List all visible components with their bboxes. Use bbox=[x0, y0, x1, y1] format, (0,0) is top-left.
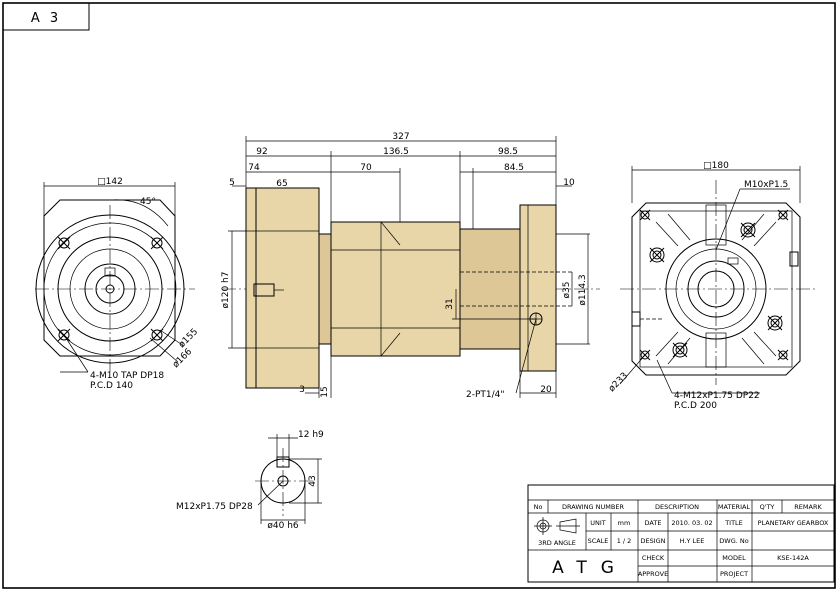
tb-design-label: DESIGN bbox=[640, 537, 665, 545]
rear-square-dim: □180 bbox=[703, 161, 729, 171]
side-sub-10: 10 bbox=[563, 178, 575, 188]
side-sub-65: 65 bbox=[276, 179, 287, 189]
side-view bbox=[222, 136, 600, 398]
tb-col-remark: REMARK bbox=[794, 503, 822, 511]
tb-col-qty: Q'TY bbox=[760, 503, 775, 511]
shaft-end-view bbox=[255, 434, 322, 524]
tb-col-material: MATERIAL bbox=[718, 503, 751, 511]
side-overall-dim: 327 bbox=[392, 132, 409, 142]
tb-unit-label: UNIT bbox=[590, 519, 606, 527]
tb-dwg-label: DWG. No bbox=[719, 537, 748, 545]
sheet-size-box bbox=[2, 2, 90, 31]
tb-model-label: MODEL bbox=[722, 554, 746, 562]
tb-check-label: CHECK bbox=[642, 554, 665, 562]
side-dia-1143: ø114.3 bbox=[578, 274, 588, 305]
sheet-size-label: A 3 bbox=[31, 11, 61, 26]
tb-col-drawing-number: DRAWING NUMBER bbox=[562, 503, 624, 511]
tb-design-value: H.Y LEE bbox=[680, 537, 705, 545]
shaft-dia-dim: ø40 h6 bbox=[267, 521, 299, 531]
side-seg-b: 136.5 bbox=[383, 147, 409, 157]
rear-dia-233: ø233 bbox=[607, 371, 630, 394]
tb-title-label: TITLE bbox=[724, 519, 743, 527]
front-dia155: ø155 bbox=[177, 327, 200, 350]
side-dia-35: ø35 bbox=[562, 282, 572, 299]
side-dim-3: 3 bbox=[299, 385, 305, 395]
tb-col-no: No bbox=[534, 503, 543, 511]
tb-approve-label: APPROVE bbox=[638, 570, 668, 578]
side-sub-70: 70 bbox=[360, 163, 372, 173]
shaft-height-dim: 43 bbox=[308, 475, 318, 486]
tb-scale-value: 1 / 2 bbox=[617, 537, 632, 545]
tb-logo: ATG bbox=[552, 558, 628, 578]
rear-pcd-note: P.C.D 200 bbox=[674, 401, 717, 411]
shaft-tap-note: M12xP1.75 DP28 bbox=[176, 502, 253, 512]
front-angle-dim: 45° bbox=[140, 197, 156, 207]
rear-tap-note: 4-M12xP1.75 DP22 bbox=[674, 391, 760, 401]
side-dim-20: 20 bbox=[540, 385, 552, 395]
rear-view bbox=[619, 166, 815, 394]
tb-projection: 3RD ANGLE bbox=[538, 539, 576, 547]
side-sub-74: 74 bbox=[248, 163, 260, 173]
shaft-key-dim: 12 h9 bbox=[298, 430, 324, 440]
tb-title-value: PLANETARY GEARBOX bbox=[758, 519, 829, 527]
side-dia-120: ø120 h7 bbox=[221, 272, 231, 309]
side-sub-5: 5 bbox=[229, 178, 235, 188]
front-pcd-note: P.C.D 140 bbox=[90, 381, 133, 391]
tb-unit-value: mm bbox=[618, 519, 631, 527]
rear-m10-note: M10xP1.5 bbox=[744, 180, 788, 190]
front-view bbox=[35, 182, 195, 373]
tb-project-label: PROJECT bbox=[720, 570, 748, 578]
side-dim-31: 31 bbox=[445, 298, 455, 309]
side-port-note: 2-PT1/4" bbox=[466, 390, 505, 400]
tb-col-description: DESCRIPTION bbox=[655, 503, 699, 511]
side-sub-845: 84.5 bbox=[504, 163, 524, 173]
title-block bbox=[527, 484, 835, 583]
tb-model-value: KSE-142A bbox=[777, 554, 809, 562]
side-dim-15: 15 bbox=[320, 386, 330, 397]
side-seg-a: 92 bbox=[256, 147, 267, 157]
front-dia166: ø166 bbox=[171, 347, 194, 370]
tb-scale-label: SCALE bbox=[588, 537, 609, 545]
tb-date-value: 2010. 03. 02 bbox=[671, 519, 712, 527]
side-seg-c: 98.5 bbox=[498, 147, 518, 157]
front-square-dim: □142 bbox=[97, 177, 123, 187]
front-tap-note: 4-M10 TAP DP18 bbox=[90, 371, 164, 381]
tb-date-label: DATE bbox=[645, 519, 662, 527]
